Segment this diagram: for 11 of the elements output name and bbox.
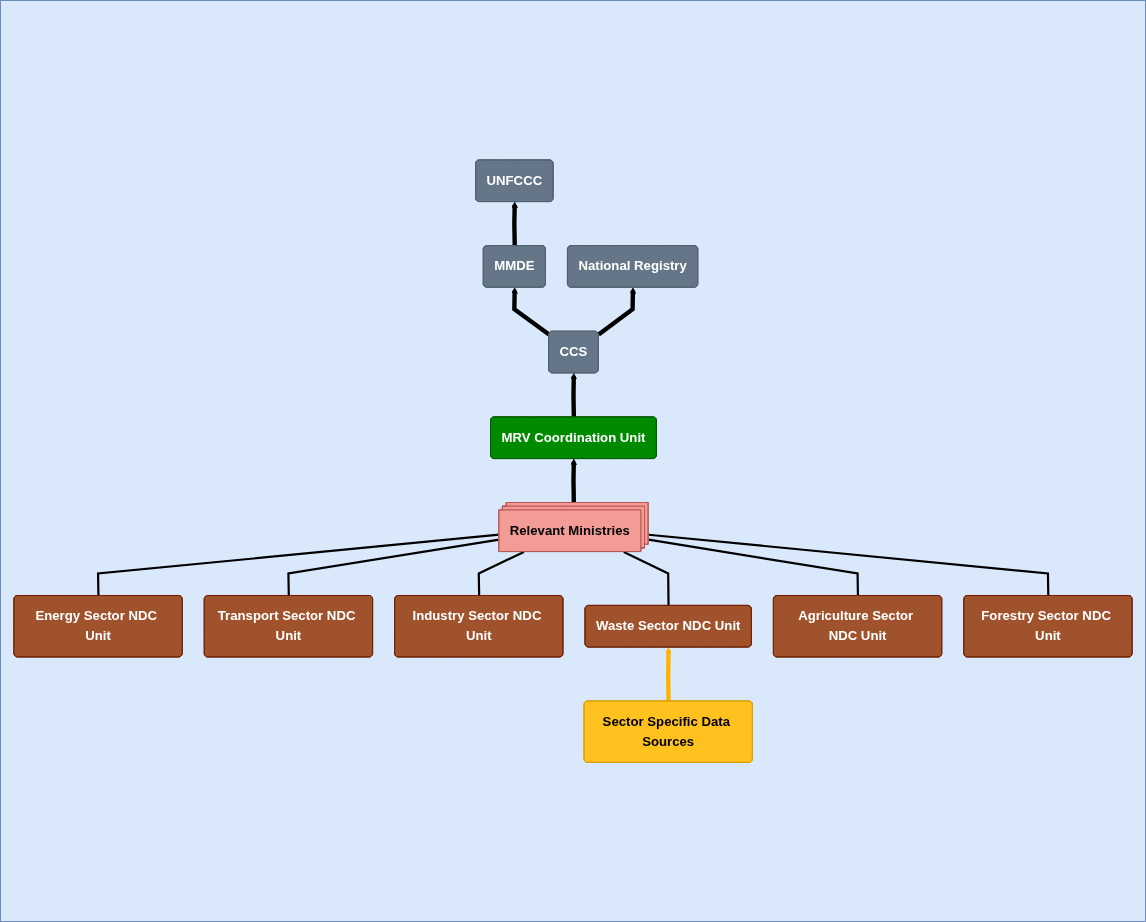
connector: [96, 533, 500, 596]
arrow: [511, 287, 551, 337]
connector: [477, 550, 525, 596]
connector: [287, 538, 500, 596]
arrow: [570, 372, 577, 418]
connector: [648, 533, 1050, 596]
arrow: [665, 647, 672, 702]
connector: [648, 538, 860, 596]
arrow: [511, 201, 518, 246]
arrow: [597, 287, 637, 337]
arrow: [570, 458, 577, 503]
